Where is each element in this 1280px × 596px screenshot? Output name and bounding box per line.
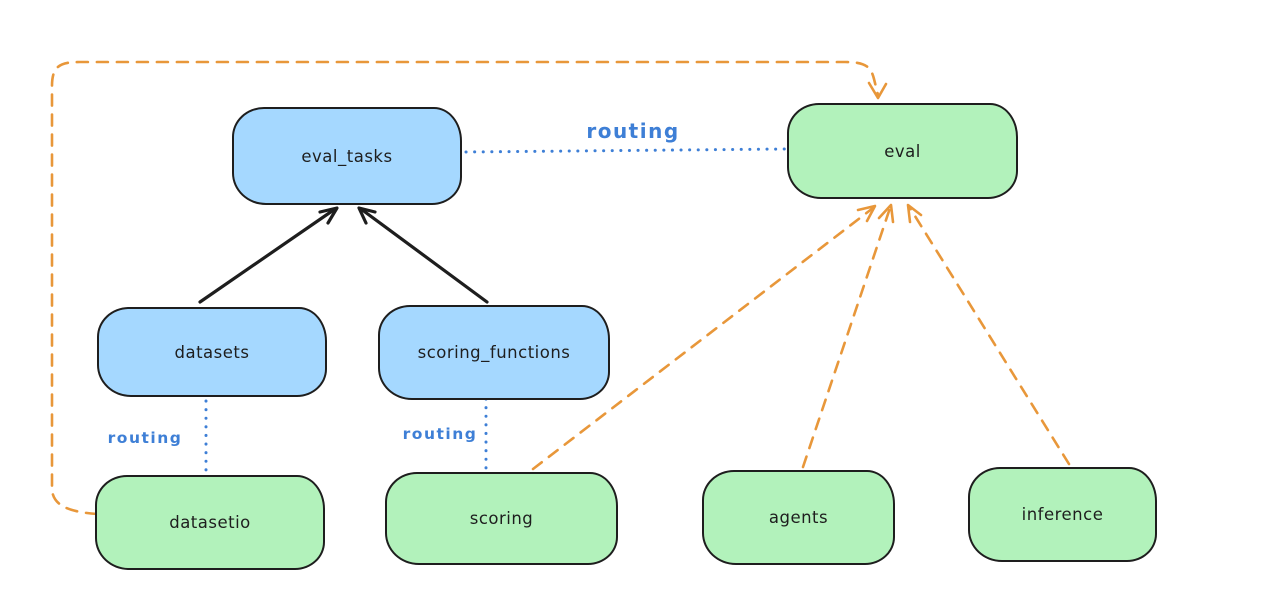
- node-scoring: scoring: [385, 472, 618, 565]
- node-scoring-functions: scoring_functions: [378, 305, 610, 400]
- node-eval-tasks: eval_tasks: [232, 107, 462, 205]
- node-datasetio-label: datasetio: [169, 513, 251, 532]
- node-scoring-label: scoring: [469, 509, 534, 528]
- node-inference-label: inference: [1021, 505, 1104, 524]
- node-datasetio: datasetio: [95, 475, 325, 570]
- node-eval-label: eval: [884, 141, 921, 161]
- edge-scoring-functions-to-eval-tasks-arrow: [357, 206, 489, 304]
- node-inference: inference: [968, 467, 1157, 562]
- routing-label-scoring-functions-scoring: routing: [402, 425, 478, 443]
- edge-agents-to-eval-dashed-arrow: [801, 203, 895, 469]
- routing-label-eval-tasks-eval: routing: [586, 119, 680, 143]
- edge-scoring-to-eval-dashed-arrow: [531, 204, 877, 471]
- edge-eval-tasks-to-eval-routing: [464, 147, 787, 154]
- node-datasets: datasets: [97, 307, 327, 397]
- node-eval-tasks-label: eval_tasks: [301, 146, 393, 166]
- node-eval: eval: [787, 103, 1018, 199]
- node-agents-label: agents: [768, 508, 829, 527]
- routing-label-datasets-datasetio: routing: [107, 429, 183, 447]
- node-agents: agents: [702, 470, 895, 565]
- node-datasets-label: datasets: [174, 342, 250, 362]
- node-scoring-functions-label: scoring_functions: [417, 343, 571, 362]
- edge-inference-to-eval-dashed-arrow: [906, 203, 1071, 466]
- edge-datasets-to-eval-tasks-arrow: [198, 206, 339, 304]
- edge-datasetio-to-eval-dashed-loop: [50, 60, 888, 516]
